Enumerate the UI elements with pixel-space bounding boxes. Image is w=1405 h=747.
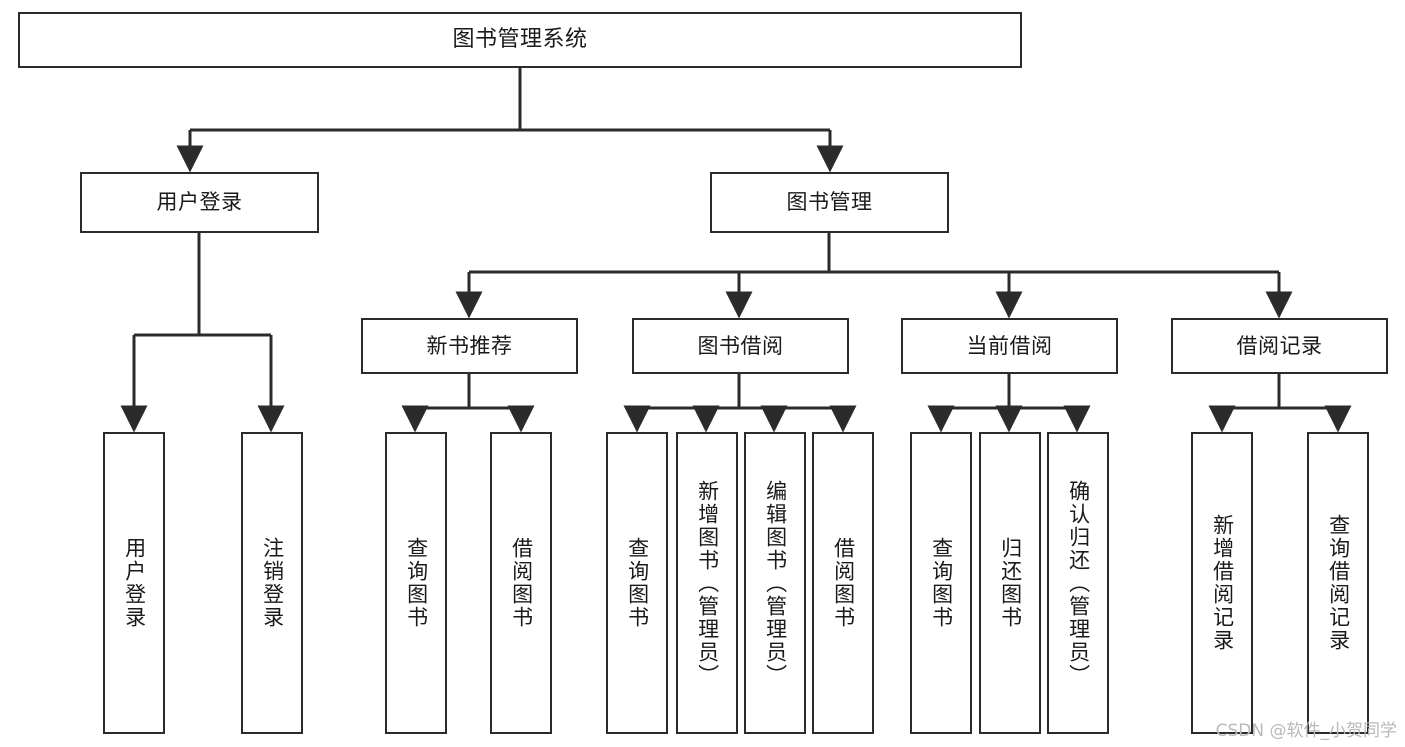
node-label: 借阅图书	[831, 537, 856, 629]
node-leaf-query-book-current[interactable]: 查询图书	[910, 432, 972, 734]
watermark: CSDN @软件_小贺同学	[1215, 721, 1397, 741]
node-label: 查询借阅记录	[1326, 514, 1351, 652]
node-leaf-query-book-new[interactable]: 查询图书	[385, 432, 447, 734]
node-label: 注销登录	[260, 537, 285, 629]
node-label: 查询图书	[625, 537, 650, 629]
node-label: 归还图书	[998, 537, 1023, 629]
node-label: 新增图书（管理员）	[695, 479, 720, 687]
node-label: 查询图书	[929, 537, 954, 629]
node-label: 图书借阅	[697, 333, 784, 358]
node-label: 借阅记录	[1236, 333, 1323, 358]
node-leaf-add-borrow-record[interactable]: 新增借阅记录	[1191, 432, 1253, 734]
node-label: 查询图书	[404, 537, 429, 629]
node-label: 图书管理系统	[452, 27, 588, 53]
node-label: 用户登录	[122, 537, 147, 629]
node-root-book-management-system[interactable]: 图书管理系统	[18, 12, 1022, 68]
node-leaf-return-book[interactable]: 归还图书	[979, 432, 1041, 734]
node-book-management[interactable]: 图书管理	[710, 172, 949, 233]
node-label: 编辑图书（管理员）	[763, 479, 788, 687]
node-leaf-confirm-return-admin[interactable]: 确认归还（管理员）	[1047, 432, 1109, 734]
node-borrow-records[interactable]: 借阅记录	[1171, 318, 1388, 374]
node-user-login[interactable]: 用户登录	[80, 172, 319, 233]
node-leaf-borrow-book[interactable]: 借阅图书	[812, 432, 874, 734]
node-label: 图书管理	[786, 190, 873, 215]
node-book-borrow[interactable]: 图书借阅	[632, 318, 849, 374]
node-leaf-borrow-book-new[interactable]: 借阅图书	[490, 432, 552, 734]
node-leaf-query-book-borrow[interactable]: 查询图书	[606, 432, 668, 734]
node-new-book-recommend[interactable]: 新书推荐	[361, 318, 578, 374]
node-label: 当前借阅	[966, 333, 1053, 358]
node-leaf-logout[interactable]: 注销登录	[241, 432, 303, 734]
node-label: 新增借阅记录	[1210, 514, 1235, 652]
node-leaf-edit-book-admin[interactable]: 编辑图书（管理员）	[744, 432, 806, 734]
node-label: 新书推荐	[426, 333, 513, 358]
node-label: 借阅图书	[509, 537, 534, 629]
node-label: 确认归还（管理员）	[1066, 479, 1091, 687]
node-leaf-add-book-admin[interactable]: 新增图书（管理员）	[676, 432, 738, 734]
node-current-borrow[interactable]: 当前借阅	[901, 318, 1118, 374]
node-leaf-query-borrow-record[interactable]: 查询借阅记录	[1307, 432, 1369, 734]
node-leaf-user-login[interactable]: 用户登录	[103, 432, 165, 734]
node-label: 用户登录	[156, 190, 243, 215]
